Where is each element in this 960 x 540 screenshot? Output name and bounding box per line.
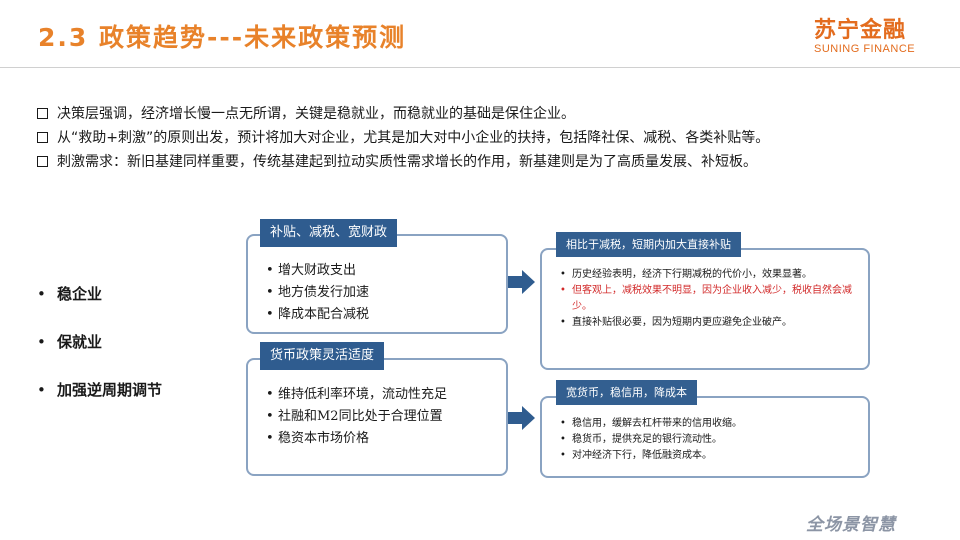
bullet-item: 决策层强调，经济增长慢一点无所谓，关键是稳就业，而稳就业的基础是保住企业。 <box>37 101 937 125</box>
goal-item: •加强逆周期调节 <box>37 381 163 399</box>
bullet-list: 决策层强调，经济增长慢一点无所谓，关键是稳就业，而稳就业的基础是保住企业。 从“… <box>37 101 937 173</box>
credit-box: 稳信用，缓解去杠杆带来的信用收缩。 稳货币，提供充足的银行流动性。 对冲经济下行… <box>540 396 870 478</box>
list-item: 降成本配合减税 <box>266 304 496 326</box>
bullet-item: 刺激需求：新旧基建同样重要，传统基建起到拉动实质性需求增长的作用，新基建则是为了… <box>37 149 937 173</box>
checkbox-square-icon <box>37 131 48 143</box>
checkbox-square-icon <box>37 107 48 119</box>
checkbox-square-icon <box>37 155 48 167</box>
slide-title: 2.3 政策趋势---未来政策预测 <box>38 23 407 52</box>
list-item: 直接补贴很必要，因为短期内更应避免企业破产。 <box>560 315 858 331</box>
monetary-policy-tag: 货币政策灵活适度 <box>260 342 385 370</box>
footer-brand: 全场景智慧 <box>806 515 896 535</box>
goal-item: •保就业 <box>37 333 103 351</box>
logo-cn-text: 苏宁金融 <box>814 18 907 43</box>
list-item: 稳信用，缓解去杠杆带来的信用收缩。 <box>560 416 858 432</box>
list-item: 稳资本市场价格 <box>266 428 476 450</box>
fiscal-policy-box: 增大财政支出 地方债发行加速 降成本配合减税 <box>246 234 508 334</box>
suning-finance-logo: 苏宁金融 SUNING FINANCE <box>812 12 932 58</box>
slide-header: 2.3 政策趋势---未来政策预测 苏宁金融 SUNING FINANCE <box>0 0 960 66</box>
subsidy-box: 历史经验表明，经济下行期减税的代价小，效果显著。 但客观上，减税效果不明显，因为… <box>540 248 870 370</box>
monetary-policy-box: 维持低利率环境，流动性充足 社融和M2同比处于合理位置 稳资本市场价格 <box>246 358 508 476</box>
subsidy-tag: 相比于减税，短期内加大直接补贴 <box>556 232 741 257</box>
right-arrow-icon <box>508 270 535 294</box>
list-item: 维持低利率环境，流动性充足 <box>266 384 476 406</box>
list-item: 对冲经济下行，降低融资成本。 <box>560 448 858 464</box>
list-item: 历史经验表明，经济下行期减税的代价小，效果显著。 <box>560 267 858 283</box>
list-item: 稳货币，提供充足的银行流动性。 <box>560 432 858 448</box>
credit-tag: 宽货币，稳信用，降成本 <box>556 380 697 405</box>
fiscal-policy-tag: 补贴、减税、宽财政 <box>260 219 398 247</box>
list-item: 地方债发行加速 <box>266 282 496 304</box>
bullet-item: 从“救助+刺激”的原则出发，预计将加大对企业，尤其是加大对中小企业的扶持，包括降… <box>37 125 937 149</box>
logo-en-text: SUNING FINANCE <box>814 43 916 55</box>
goal-item: •稳企业 <box>37 285 103 303</box>
list-item: 社融和M2同比处于合理位置 <box>266 406 476 428</box>
list-item: 增大财政支出 <box>266 260 496 282</box>
header-divider <box>0 67 960 68</box>
right-arrow-icon <box>508 406 535 430</box>
list-item-highlight: 但客观上，减税效果不明显，因为企业收入减少，税收自然会减少。 <box>560 283 858 315</box>
